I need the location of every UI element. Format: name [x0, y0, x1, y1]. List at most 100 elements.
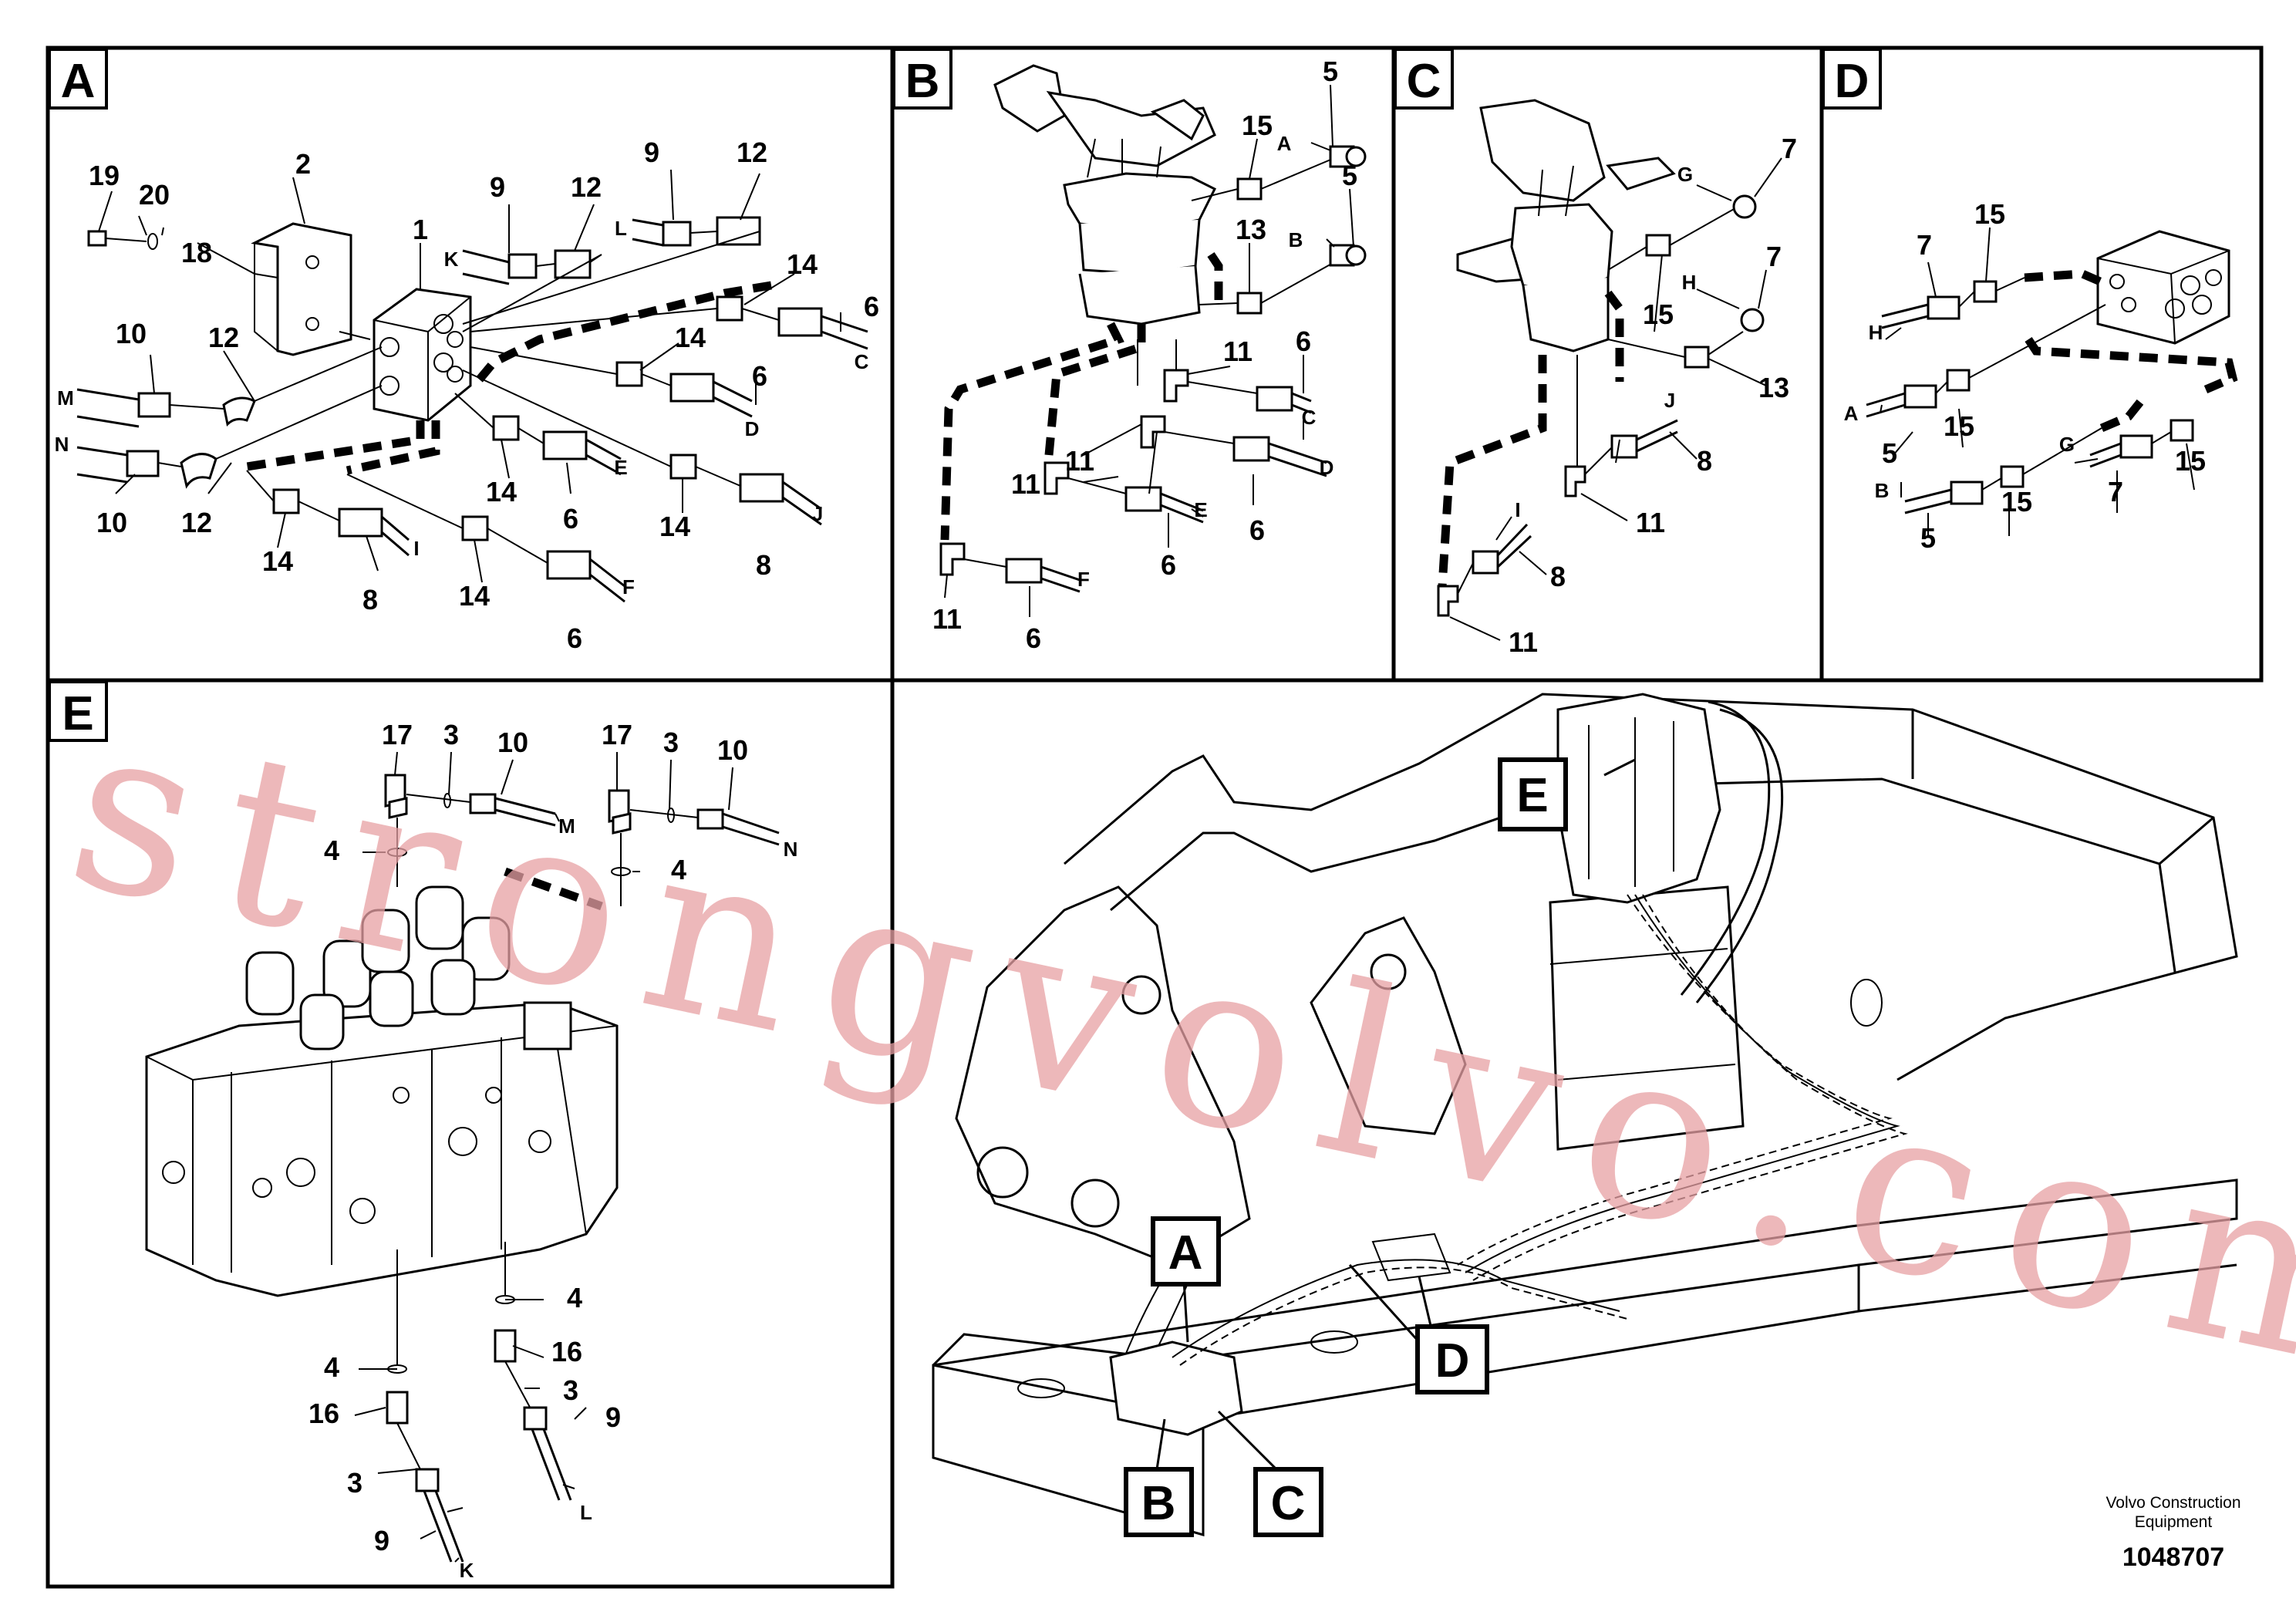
label-7-c1: 7: [1782, 133, 1797, 164]
label-i-c: I: [1515, 498, 1520, 521]
callout-b: B: [1124, 1467, 1194, 1537]
label-n: N: [55, 433, 69, 456]
label-11-b4: 11: [932, 603, 962, 635]
svg-text:D: D: [1435, 1334, 1470, 1388]
label-6-b3: 6: [1161, 549, 1176, 581]
label-16-e1: 16: [551, 1336, 582, 1367]
label-k: K: [444, 248, 459, 271]
label-3-e3: 3: [563, 1374, 578, 1406]
panel-e-letter: E: [62, 687, 93, 740]
label-b-d: B: [1875, 479, 1890, 502]
label-12-d: 12: [737, 137, 767, 168]
label-14-e: 14: [262, 545, 293, 577]
label-9: 9: [490, 171, 505, 203]
label-8-c1: 8: [1697, 445, 1712, 477]
panel-d-frame: [1819, 46, 2264, 683]
label-9-e1: 9: [605, 1401, 621, 1433]
label-6-d: 6: [567, 622, 582, 654]
label-11-c1: 11: [1636, 507, 1665, 538]
label-7-c2: 7: [1766, 241, 1782, 272]
label-6-b: 6: [752, 360, 767, 392]
label-10-b: 10: [96, 507, 127, 538]
label-13-b: 13: [1236, 214, 1266, 245]
label-e-b: E: [1194, 498, 1207, 521]
label-12-c: 12: [571, 171, 602, 203]
label-h-d: H: [1869, 321, 1883, 344]
label-h-c: H: [1682, 271, 1697, 294]
label-6-b2: 6: [1249, 514, 1265, 546]
brand-line2: Equipment: [2135, 1513, 2213, 1531]
label-15-d2: 15: [1944, 410, 1974, 442]
label-15-d3: 15: [2001, 486, 2032, 518]
label-l: L: [615, 217, 627, 240]
label-5-d1: 5: [1882, 437, 1897, 469]
label-19: 19: [89, 160, 120, 191]
panel-b-drawing: 5 15 A 5 13 B 11 6 C 11 11 D 6 E 6 F 11 …: [932, 56, 1367, 654]
brand-line1: Volvo Construction: [2106, 1494, 2240, 1512]
label-14-d: 14: [659, 511, 690, 542]
label-10-e1: 10: [497, 727, 528, 758]
panel-d-tag: D: [1822, 48, 1882, 110]
label-a-d: A: [1844, 402, 1859, 425]
label-14: 14: [787, 248, 818, 280]
label-4-e2: 4: [671, 854, 686, 885]
label-m-e: M: [558, 814, 575, 838]
panel-a-tag: A: [48, 48, 108, 110]
label-14-c: 14: [486, 476, 517, 508]
label-1: 1: [413, 214, 428, 245]
label-k-e: K: [460, 1559, 474, 1582]
label-n-e: N: [784, 838, 798, 861]
callout-a: A: [1151, 1216, 1221, 1286]
label-11-b2: 11: [1065, 445, 1094, 477]
label-2: 2: [295, 148, 311, 180]
panel-e-drawing: 17 3 10 M 4 17 3 10 N 4 4 4 16 3 16 9 3 …: [145, 719, 798, 1582]
label-j-c: J: [1664, 389, 1675, 412]
label-12-b: 12: [181, 507, 212, 538]
label-15-b1: 15: [1242, 110, 1273, 141]
callout-e: E: [1498, 757, 1568, 831]
label-c: C: [855, 350, 869, 373]
label-m: M: [57, 386, 74, 410]
panel-letters: A B C D E: [48, 48, 1882, 742]
label-a-b: A: [1277, 132, 1292, 155]
label-18: 18: [181, 237, 212, 268]
label-14-b: 14: [675, 322, 706, 353]
footer-block: Volvo Construction Equipment 1048707: [2106, 1494, 2240, 1572]
panel-c-drawing: 7 G 15 7 H 13 J 8 11 I 8 11: [1437, 99, 1797, 658]
label-11-c2: 11: [1509, 626, 1538, 658]
drawing-number: 1048707: [2122, 1543, 2224, 1572]
label-3-e2: 3: [663, 727, 679, 758]
label-9-e2: 9: [374, 1525, 389, 1556]
svg-text:A: A: [1168, 1226, 1203, 1280]
label-6-b4: 6: [1026, 622, 1041, 654]
label-j: J: [812, 502, 823, 525]
label-14-f: 14: [459, 580, 490, 612]
label-4-e4: 4: [324, 1351, 339, 1383]
label-c-b: C: [1302, 406, 1317, 429]
callout-leaders: [1155, 758, 1636, 1479]
label-11-b1: 11: [1223, 336, 1253, 367]
label-g-d: G: [2059, 433, 2075, 456]
label-3-e1: 3: [443, 719, 459, 750]
panel-e-tag: E: [48, 680, 108, 742]
label-15-d1: 15: [1974, 198, 2005, 230]
label-l-e: L: [580, 1501, 592, 1524]
panel-e-frame: [46, 678, 895, 1589]
label-9-b: 9: [644, 137, 659, 168]
label-6: 6: [864, 291, 879, 322]
svg-text:C: C: [1271, 1477, 1306, 1530]
panel-a-drawing: 2 1 19 20 18 10 12 M N 10 12 9 12 K 9 12…: [55, 137, 879, 654]
label-5-b2: 5: [1342, 160, 1357, 191]
label-6-c: 6: [563, 503, 578, 534]
label-7-d1: 7: [1917, 229, 1932, 261]
label-e: E: [614, 456, 627, 479]
label-i: I: [413, 537, 419, 560]
bracket-part: [251, 222, 352, 356]
svg-text:E: E: [1516, 769, 1548, 822]
label-4-e1: 4: [324, 835, 339, 866]
label-11-b3: 11: [1011, 468, 1040, 500]
panel-b-letter: B: [905, 55, 940, 108]
valve-location: [1556, 693, 1721, 904]
manifold-block-d: [2096, 230, 2230, 345]
